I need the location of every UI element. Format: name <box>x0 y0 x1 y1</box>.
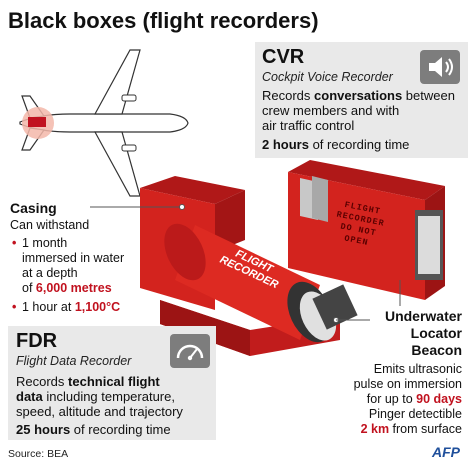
casing-bullet1-l4-pre: of <box>22 281 36 295</box>
fdr-desc-line1: Records technical flight <box>16 374 160 389</box>
speaker-icon <box>420 50 460 84</box>
casing-depth-value: 6,000 metres <box>35 281 112 295</box>
beacon-heading-l3: Beacon <box>411 342 462 358</box>
beacon-heading-l1: Underwater <box>384 308 462 324</box>
airplane-icon <box>19 49 189 197</box>
cvr-hours: 2 hours of recording time <box>262 137 409 152</box>
fdr-subtitle: Flight Data Recorder <box>16 354 132 368</box>
beacon-range-value: 2 km <box>360 422 390 436</box>
casing-bullet1-l2: immersed in water <box>22 251 125 265</box>
cvr-desc-bold: conversations <box>314 88 403 103</box>
cvr-heading: CVR <box>262 46 305 68</box>
gauge-icon <box>170 334 210 368</box>
fdr-hours-bold: 25 hours <box>16 422 71 437</box>
casing-bullet1-l1: 1 month <box>22 236 68 250</box>
beacon-desc-l3: for up to 90 days <box>354 392 462 407</box>
beacon-desc-l5-rest: from surface <box>389 422 462 436</box>
source-note: Source: BEA <box>8 448 69 460</box>
casing-bullet1-l3: at a depth <box>22 266 78 280</box>
beacon-desc-l4: Pinger detectible <box>368 407 462 421</box>
beacon-desc-l3-pre: for up to <box>366 392 417 406</box>
cvr-desc-line3: air traffic control <box>262 118 355 133</box>
casing-heading: Casing <box>10 200 57 216</box>
fdr-desc-pre: Records <box>16 374 69 389</box>
beacon-days-value: 90 days <box>416 392 462 406</box>
casing-line1: Can withstand <box>10 218 90 232</box>
beacon-desc-l5: 2 km from surface <box>354 422 462 437</box>
fdr-desc-line2: data including temperature, <box>16 389 175 404</box>
casing-bullet2: 1 hour at 1,100°C <box>12 300 121 315</box>
fdr-desc-bold: technical flight <box>68 374 160 389</box>
fdr-desc-data: data <box>16 389 43 404</box>
cvr-desc-text: Records <box>262 88 315 103</box>
casing-bullet1-l4: of 6,000 metres <box>22 281 124 296</box>
cvr-hours-bold: 2 hours <box>262 137 309 152</box>
cvr-desc-line1: Records conversations between <box>262 88 455 103</box>
beacon-desc: Emits ultrasonic pulse on immersion for … <box>354 362 462 437</box>
casing-bullet2-pre: 1 hour at <box>22 300 75 314</box>
cvr-desc-line2: crew members and with <box>262 103 400 118</box>
fdr-heading: FDR <box>16 330 58 352</box>
cvr-recorder-body <box>288 160 445 300</box>
casing-temp-value: 1,100°C <box>74 300 121 314</box>
cvr-desc-text-end: between <box>402 88 455 103</box>
fdr-desc-line3: speed, altitude and trajectory <box>16 404 183 419</box>
cvr-hours-rest: of recording time <box>308 137 410 152</box>
fdr-hours: 25 hours of recording time <box>16 422 171 437</box>
casing-bullet1: 1 month immersed in water at a depth of … <box>12 236 125 296</box>
fdr-desc-rest: including temperature, <box>42 389 175 404</box>
beacon-desc-l1: Emits ultrasonic <box>373 362 462 376</box>
beacon-heading-l2: Locator <box>410 325 462 341</box>
beacon-heading: Underwater Locator Beacon <box>385 308 462 359</box>
beacon-desc-l2: pulse on immersion <box>353 377 462 391</box>
afp-logo: AFP <box>432 444 460 460</box>
page-title: Black boxes (flight recorders) <box>8 8 319 33</box>
fdr-recorder-body <box>140 176 358 356</box>
cvr-subtitle: Cockpit Voice Recorder <box>262 70 393 84</box>
cvr-recorder-label: FLIGHT RECORDER DO NOT OPEN <box>331 199 387 252</box>
fdr-hours-rest: of recording time <box>70 422 171 437</box>
